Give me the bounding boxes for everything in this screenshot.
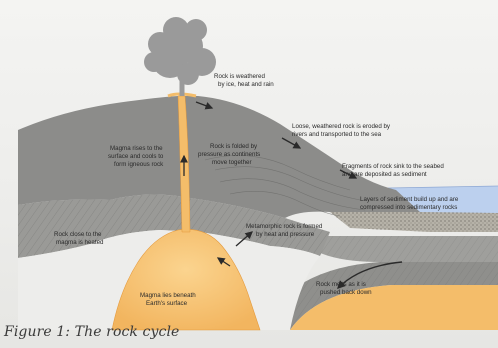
label-line: pressure as continents (198, 151, 260, 158)
label-line: Loose, weathered rock is eroded by (292, 123, 391, 130)
label-fragments: Fragments of rock sink to the seabed and… (342, 163, 446, 178)
label-line: Metamorphic rock is formed (246, 223, 323, 230)
label-line: compressed into sedimentary rocks (360, 204, 457, 211)
label-line: Magma lies beneath (140, 292, 196, 299)
label-line: Rock is weathered (214, 73, 265, 80)
label-line: rivers and transported to the sea (292, 131, 382, 138)
label-metamorphic: Metamorphic rock is formed by heat and p… (246, 223, 324, 238)
label-magma-rises: Magma rises to the surface and cools to … (108, 145, 165, 168)
label-line: form igneous rock (114, 161, 164, 168)
label-weathered: Rock is weathered by ice, heat and rain (214, 73, 274, 88)
label-line: Layers of sediment build up and are (360, 196, 459, 203)
label-layers: Layers of sediment build up and are comp… (360, 196, 460, 211)
label-rock-close: Rock close to the magma is heated (54, 231, 104, 246)
label-melts: Rock melts as it is pushed back down (316, 281, 372, 296)
label-line: Rock close to the (54, 231, 102, 238)
label-line: Fragments of rock sink to the seabed (342, 163, 444, 170)
label-line: Rock melts as it is (316, 281, 366, 288)
figure-caption: Figure 1: The rock cycle (4, 324, 179, 340)
label-eroded: Loose, weathered rock is eroded by river… (292, 123, 392, 138)
label-line: and are deposited as sediment (342, 171, 427, 178)
label-line: move together (212, 159, 252, 166)
ash-cloud (144, 17, 216, 85)
label-line: Magma rises to the (110, 145, 163, 152)
label-line: by ice, heat and rain (218, 81, 274, 88)
label-line: pushed back down (320, 289, 372, 296)
label-line: surface and cools to (108, 153, 164, 160)
label-line: Earth's surface (146, 300, 188, 307)
label-line: by heat and pressure (256, 231, 315, 238)
label-line: magma is heated (56, 239, 104, 246)
label-line: Rock is folded by (210, 143, 258, 150)
